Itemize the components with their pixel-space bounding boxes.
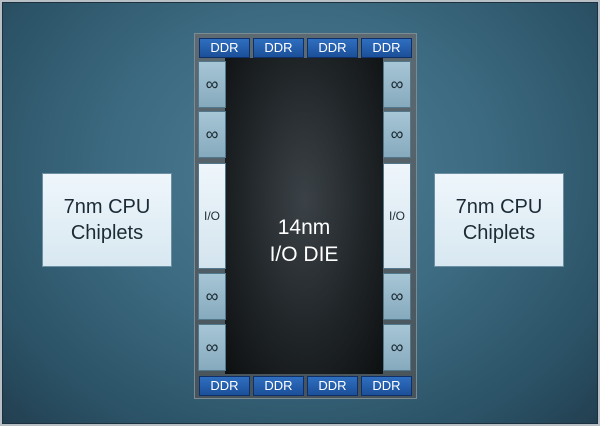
infinity-fabric-icon: ∞ (198, 324, 226, 371)
infinity-fabric-icon: ∞ (383, 324, 411, 371)
io-die-process-label: 14nm (277, 216, 331, 239)
ddr-channel: DDR (199, 376, 250, 396)
io-die: DDR DDR DDR DDR 14nm I/O DIE ∞ ∞ I/O ∞ ∞… (194, 33, 417, 399)
ddr-channel: DDR (307, 376, 358, 396)
ddr-channel: DDR (253, 376, 304, 396)
infinity-fabric-icon: ∞ (198, 273, 226, 320)
ddr-channel: DDR (253, 38, 304, 58)
ddr-channel: DDR (361, 38, 412, 58)
io-die-core: 14nm I/O DIE (225, 58, 383, 374)
chiplet-left-line2: Chiplets (70, 222, 144, 244)
infinity-fabric-icon: ∞ (383, 61, 411, 108)
ddr-channel: DDR (199, 38, 250, 58)
chiplet-left-line1: 7nm CPU (63, 196, 151, 218)
infinity-fabric-icon: ∞ (198, 111, 226, 158)
cpu-chiplets-left: 7nm CPU Chiplets (42, 173, 172, 267)
ddr-row-top: DDR DDR DDR DDR (199, 38, 412, 58)
io-port-left: I/O (198, 163, 226, 269)
chiplet-right-line2: Chiplets (462, 222, 536, 244)
io-port-right: I/O (383, 163, 411, 269)
chiplet-right-line1: 7nm CPU (455, 196, 543, 218)
ddr-channel: DDR (307, 38, 358, 58)
ddr-channel: DDR (361, 376, 412, 396)
infinity-fabric-icon: ∞ (383, 111, 411, 158)
cpu-chiplets-right: 7nm CPU Chiplets (434, 173, 564, 267)
io-die-name-label: I/O DIE (269, 243, 339, 266)
infinity-fabric-icon: ∞ (198, 61, 226, 108)
infinity-fabric-icon: ∞ (383, 273, 411, 320)
ddr-row-bottom: DDR DDR DDR DDR (199, 376, 412, 396)
